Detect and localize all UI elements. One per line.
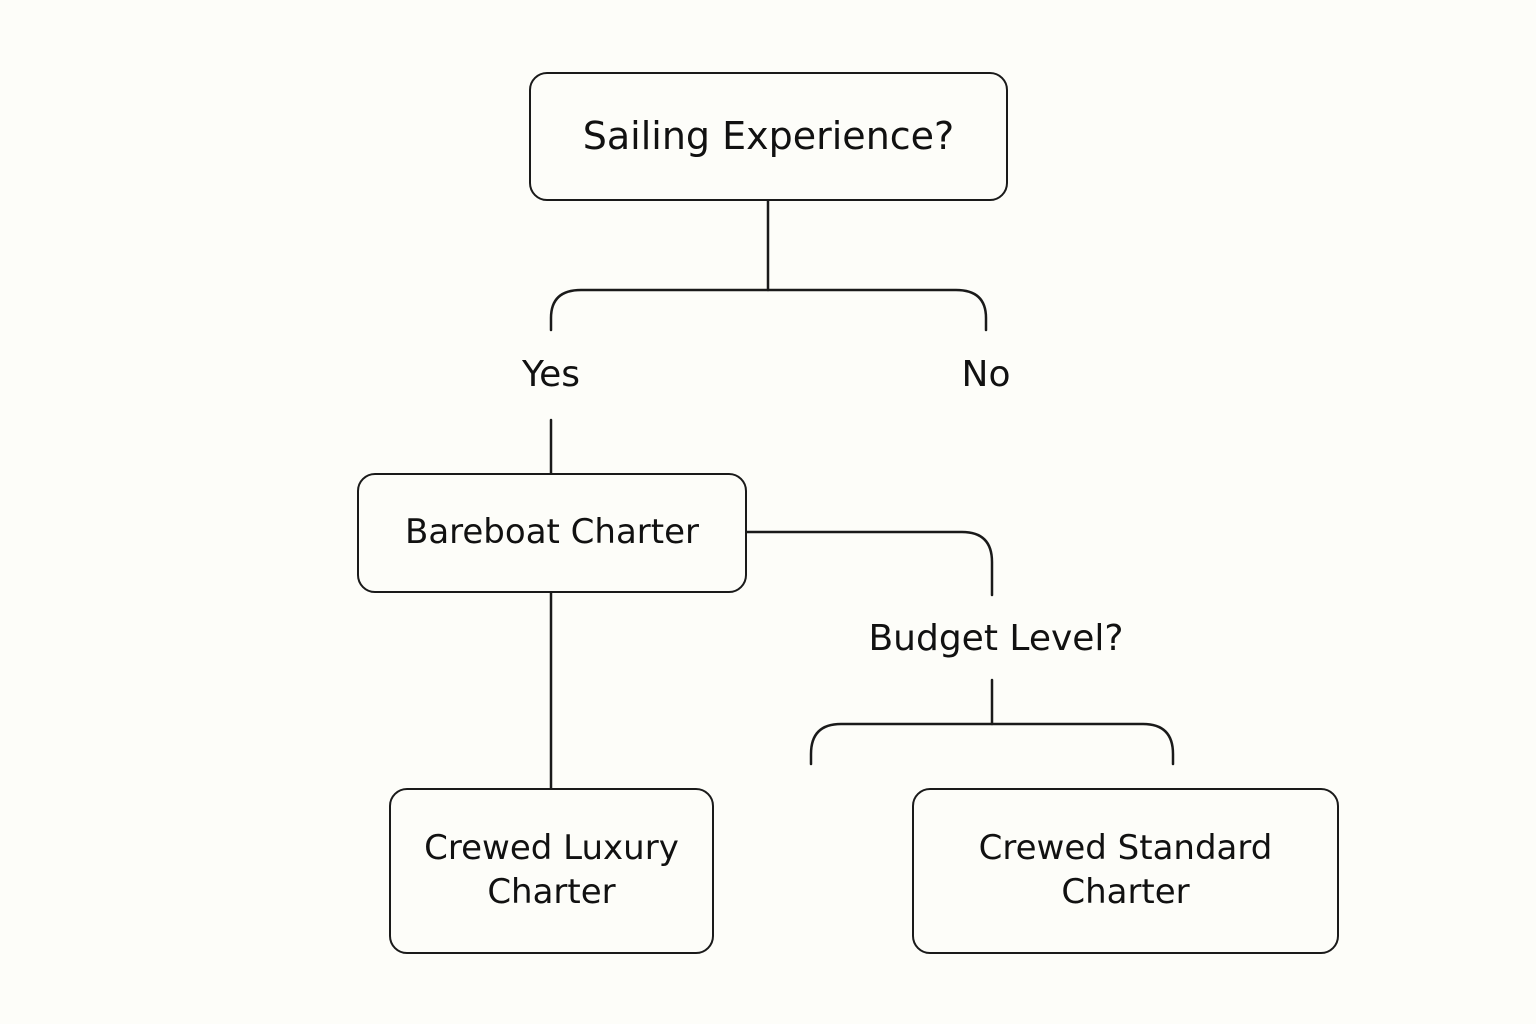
connector-root-branch [549,288,988,332]
node-bareboat-charter-text: Bareboat Charter [405,512,699,553]
branch-label-no: No [961,354,1011,395]
node-crewed-luxury-charter: Crewed Luxury Charter [389,788,714,954]
node-crewed-standard-charter-text: Crewed Standard Charter [978,828,1273,912]
node-sailing-experience-text: Sailing Experience? [582,114,955,159]
connector-bareboat-to-budget [745,530,994,597]
node-crewed-luxury-charter-text: Crewed Luxury Charter [424,828,679,912]
connector-budget-branch [809,722,1175,766]
decision-label-budget-level: Budget Level? [868,618,1124,659]
node-sailing-experience: Sailing Experience? [529,72,1008,201]
branch-label-yes: Yes [521,354,581,395]
node-crewed-standard-charter: Crewed Standard Charter [912,788,1339,954]
node-bareboat-charter: Bareboat Charter [357,473,747,593]
